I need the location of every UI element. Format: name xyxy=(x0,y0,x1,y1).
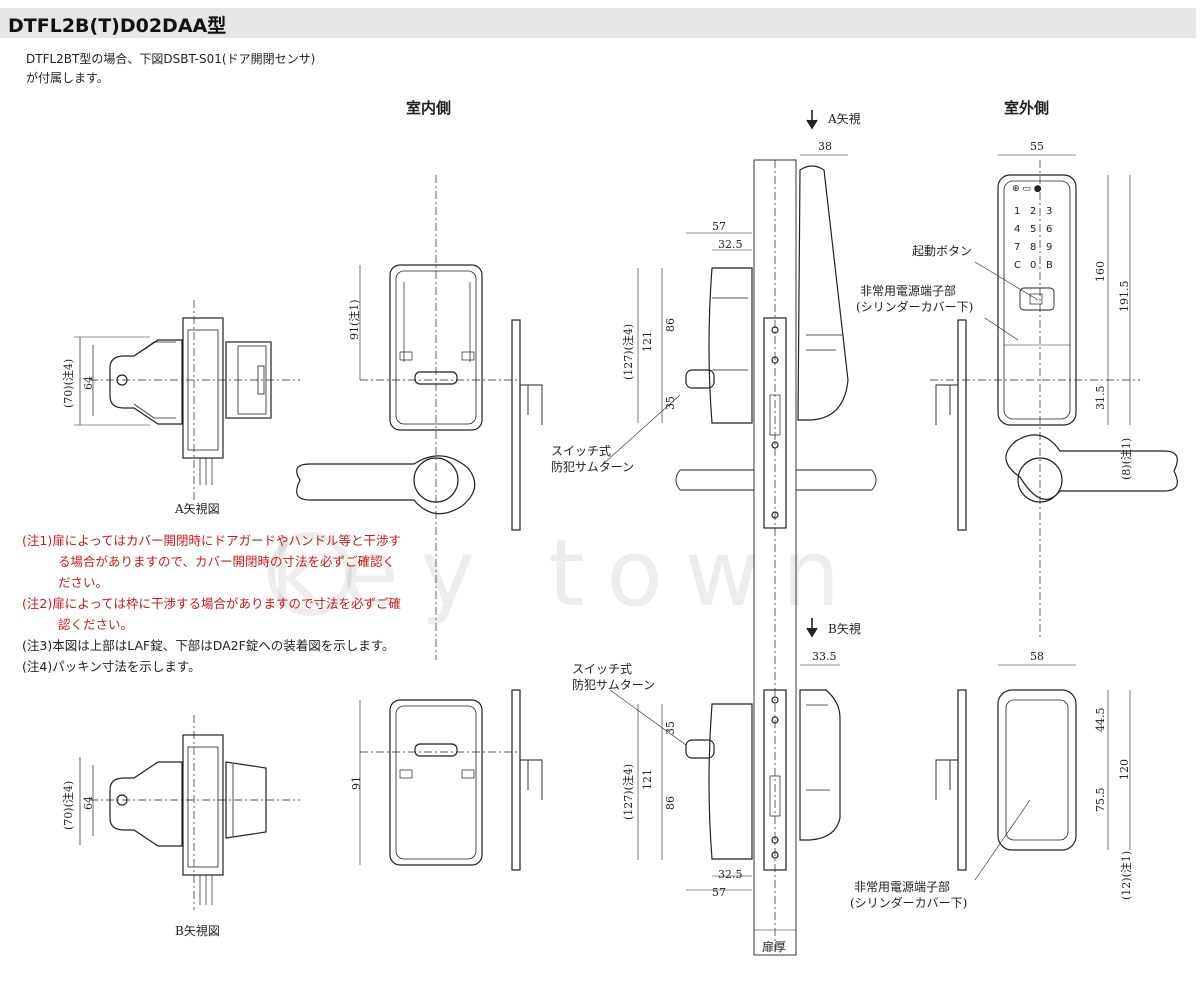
switch-thumb-label-bottom-2: 防犯サムターン xyxy=(572,678,656,692)
dim-121-top: 121 xyxy=(641,331,654,352)
outdoor-top-drawing xyxy=(930,154,1178,640)
dim-86-top: 86 xyxy=(664,318,677,332)
dim-191-5: 191.5 xyxy=(1118,280,1131,313)
intro-text: DTFL2BT型の場合、下図DSBT-S01(ドア開閉センサ) が付属します。 xyxy=(26,50,315,88)
notes-list: (注1)扉によってはカバー開閉時にドアガードやハンドル等と干渉する場合があります… xyxy=(22,530,402,677)
keypad-key: 5 xyxy=(1030,224,1037,235)
note-item: (注1)扉によってはカバー開閉時にドアガードやハンドル等と干渉する場合があります… xyxy=(22,533,401,590)
dim-8-note: (8)(注1) xyxy=(1120,437,1133,480)
dim-31-5: 31.5 xyxy=(1094,385,1107,411)
dim-44-5: 44.5 xyxy=(1094,707,1107,733)
dim-57-top: 57 xyxy=(712,220,726,233)
keypad-key: B xyxy=(1046,260,1053,271)
start-button-label: 起動ボタン xyxy=(912,244,973,258)
dim-75-5: 75.5 xyxy=(1094,787,1107,813)
view-arrows xyxy=(806,110,818,638)
dim-57-bottom: 57 xyxy=(712,886,726,899)
keypad-key: 4 xyxy=(1014,224,1021,235)
dim-33-5: 33.5 xyxy=(812,650,837,663)
watermark: key town xyxy=(270,520,863,627)
keypad-key: 3 xyxy=(1046,206,1053,217)
dim-160: 160 xyxy=(1094,261,1107,282)
b-view-caption: B矢視図 xyxy=(175,924,220,938)
switch-thumb-label-bottom-1: スイッチ式 xyxy=(572,662,633,676)
keypad-key: 9 xyxy=(1046,242,1053,253)
switch-thumb-label-top-1: スイッチ式 xyxy=(551,444,612,458)
dim-64-bottom: 64 xyxy=(82,796,95,810)
dim-55: 55 xyxy=(1030,140,1044,153)
dim-64-top: 64 xyxy=(82,376,95,390)
indoor-bottom-drawing xyxy=(359,689,543,871)
dim-32-5-bottom: 32.5 xyxy=(718,868,743,881)
b-view-label: B矢視 xyxy=(828,622,861,636)
side-section-bottom-drawing xyxy=(609,664,841,931)
keypad-key: 0 xyxy=(1030,260,1037,271)
a-view-small-drawing xyxy=(74,300,300,500)
dim-121-bottom: 121 xyxy=(641,769,654,790)
emergency-terminal-label-top-2: (シリンダーカバー下) xyxy=(856,300,974,314)
dim-86-bottom: 86 xyxy=(664,796,677,810)
keypad-key: 6 xyxy=(1046,224,1053,235)
intro-line-1: DTFL2BT型の場合、下図DSBT-S01(ドア開閉センサ) xyxy=(26,52,316,66)
dim-32-5-top: 32.5 xyxy=(718,238,743,251)
dim-91-note: 91(注1) xyxy=(348,299,361,340)
keypad-key: 2 xyxy=(1030,206,1037,217)
switch-thumb-label-top-2: 防犯サムターン xyxy=(551,460,635,474)
a-view-label: A矢視 xyxy=(828,112,861,126)
dim-91: 91 xyxy=(350,776,363,790)
a-view-caption: A矢視図 xyxy=(175,502,220,516)
dim-35-bottom: 35 xyxy=(664,721,677,735)
dim-70-bottom: (70)(注4) xyxy=(62,780,75,830)
dim-127-top: (127)(注4) xyxy=(622,323,635,380)
side-section-top-drawing xyxy=(601,154,877,956)
keypad-key: 8 xyxy=(1030,242,1037,253)
dim-12-note: (12)(注1) xyxy=(1120,850,1133,900)
page-title: DTFL2B(T)D02DAA型 xyxy=(8,15,227,37)
dim-38: 38 xyxy=(818,140,832,153)
note-item: (注4)パッキン寸法を示します。 xyxy=(22,659,201,674)
emergency-terminal-label-top-1: 非常用電源端子部 xyxy=(860,284,957,298)
note-item: (注2)扉によっては枠に干渉する場合がありますので寸法を必ずご確認ください。 xyxy=(22,596,401,632)
dim-120: 120 xyxy=(1118,759,1131,780)
keypad-key: 1 xyxy=(1014,206,1021,217)
dim-127-bottom: (127)(注4) xyxy=(622,763,635,820)
intro-line-2: が付属します。 xyxy=(26,71,109,85)
door-thickness-label: 扉厚 xyxy=(762,940,787,954)
outdoor-title: 室外側 xyxy=(1004,99,1050,117)
emergency-terminal-label-bottom-2: (シリンダーカバー下) xyxy=(850,896,968,910)
dim-70-top: (70)(注4) xyxy=(62,358,75,408)
indoor-top-drawing xyxy=(296,175,543,660)
emergency-terminal-label-bottom-1: 非常用電源端子部 xyxy=(854,880,951,894)
keypad-icon-row: ⊕ ▭ ● xyxy=(1012,184,1042,194)
indoor-title: 室内側 xyxy=(406,99,452,117)
b-view-small-drawing xyxy=(79,715,300,910)
note-item: (注3)本図は上部はLAF錠、下部はDA2F錠への装着図を示します。 xyxy=(22,638,395,653)
dim-58: 58 xyxy=(1030,650,1044,663)
dim-35-top: 35 xyxy=(664,396,677,410)
keypad-key: C xyxy=(1014,260,1021,271)
outdoor-bottom-drawing xyxy=(935,664,1131,881)
watermark-logo-icon xyxy=(268,532,352,616)
title-bar: DTFL2B(T)D02DAA型 xyxy=(0,8,1196,38)
keypad-key: 7 xyxy=(1014,242,1021,253)
